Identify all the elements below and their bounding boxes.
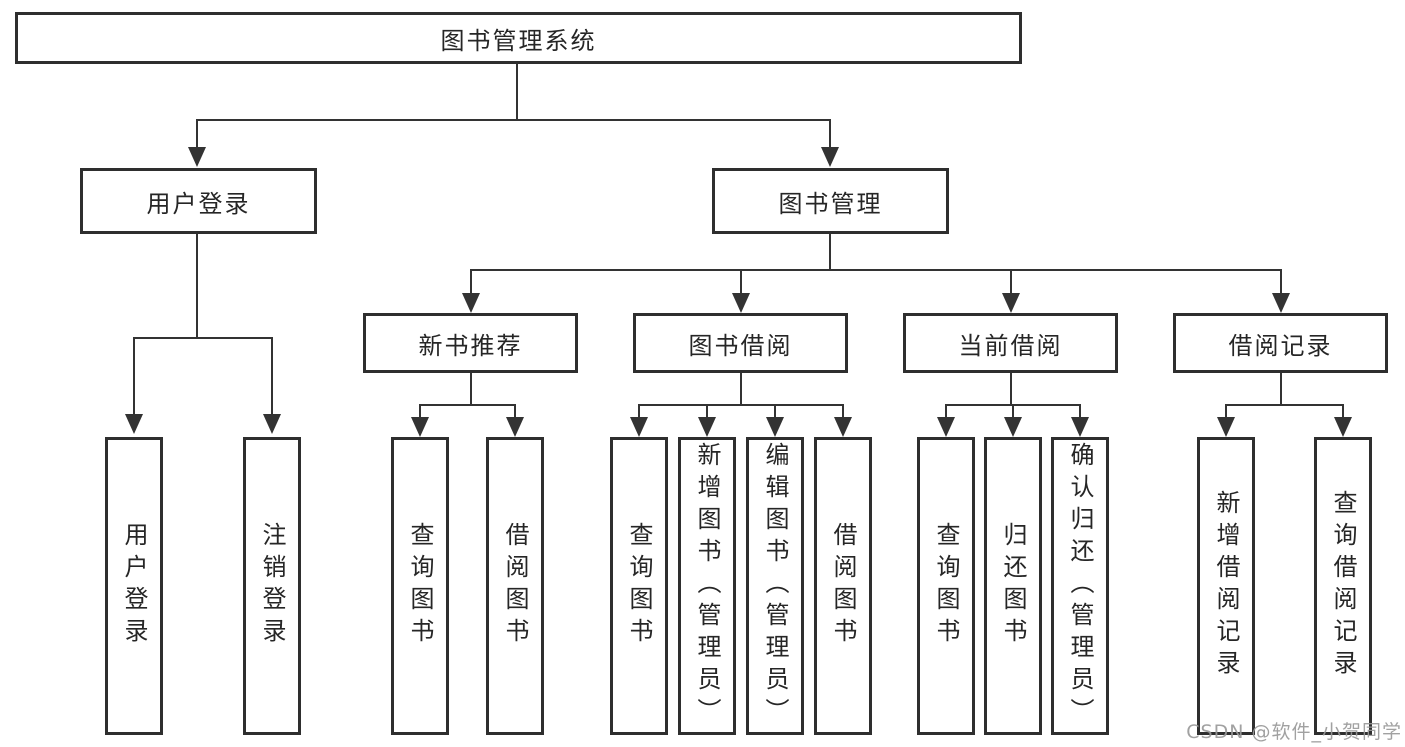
connector-line [1225, 404, 1344, 406]
node-label: 确认归还（管理员） [1066, 442, 1094, 730]
node-current-borrow: 当前借阅 [903, 313, 1118, 373]
connector-line [514, 404, 516, 418]
connector-line [196, 119, 831, 121]
node-book-management: 图书管理 [712, 168, 949, 234]
connector-line [638, 404, 640, 418]
node-library-management-system: 图书管理系统 [15, 12, 1022, 64]
node-book-borrow: 图书借阅 [633, 313, 848, 373]
leaf-query-borrow-record: 查询借阅记录 [1314, 437, 1372, 735]
leaf-borrow-book-recommend: 借阅图书 [486, 437, 544, 735]
leaf-borrow-book: 借阅图书 [814, 437, 872, 735]
connector-line [133, 337, 135, 414]
leaf-query-book-recommend: 查询图书 [391, 437, 449, 735]
leaf-add-book-admin: 新增图书（管理员） [678, 437, 736, 735]
arrowhead-icon [506, 417, 524, 437]
node-label: 查询图书 [625, 522, 653, 650]
leaf-add-borrow-record: 新增借阅记录 [1197, 437, 1255, 735]
leaf-query-book-borrow: 查询图书 [610, 437, 668, 735]
node-label: 图书管理 [778, 189, 883, 218]
arrowhead-icon [834, 417, 852, 437]
connector-line [1079, 404, 1081, 418]
connector-line [470, 269, 472, 295]
connector-line [1280, 373, 1282, 405]
node-label: 新增借阅记录 [1212, 490, 1240, 682]
connector-line [1012, 404, 1014, 418]
arrowhead-icon [821, 147, 839, 167]
node-label: 借阅图书 [501, 522, 529, 650]
arrowhead-icon [125, 414, 143, 434]
connector-line [638, 404, 844, 406]
connector-line [196, 119, 198, 147]
node-label: 查询图书 [932, 522, 960, 650]
arrowhead-icon [630, 417, 648, 437]
connector-line [419, 404, 516, 406]
arrowhead-icon [1071, 417, 1089, 437]
arrowhead-icon [1002, 293, 1020, 313]
node-label: 归还图书 [999, 522, 1027, 650]
connector-line [470, 269, 1281, 271]
arrowhead-icon [188, 147, 206, 167]
arrowhead-icon [1004, 417, 1022, 437]
leaf-user-login: 用户登录 [105, 437, 163, 735]
node-label: 新书推荐 [418, 331, 523, 360]
node-label: 图书管理系统 [440, 26, 597, 55]
connector-line [706, 404, 708, 418]
node-label: 注销登录 [258, 522, 286, 650]
node-user-login: 用户登录 [80, 168, 317, 234]
node-label: 用户登录 [146, 189, 251, 218]
leaf-return-book: 归还图书 [984, 437, 1042, 735]
connector-line [842, 404, 844, 418]
leaf-edit-book-admin: 编辑图书（管理员） [746, 437, 804, 735]
connector-line [271, 337, 273, 414]
arrowhead-icon [1217, 417, 1235, 437]
arrowhead-icon [698, 417, 716, 437]
node-label: 图书借阅 [688, 331, 793, 360]
arrowhead-icon [411, 417, 429, 437]
node-label: 查询借阅记录 [1329, 490, 1357, 682]
connector-line [740, 269, 742, 295]
arrowhead-icon [937, 417, 955, 437]
connector-line [774, 404, 776, 418]
arrowhead-icon [1334, 417, 1352, 437]
node-label: 借阅记录 [1228, 331, 1333, 360]
connector-line [1010, 373, 1012, 405]
connector-line [133, 337, 273, 339]
connector-line [829, 119, 831, 147]
connector-line [1010, 269, 1012, 295]
arrowhead-icon [732, 293, 750, 313]
leaf-query-book-current: 查询图书 [917, 437, 975, 735]
arrowhead-icon [766, 417, 784, 437]
node-new-book-recommend: 新书推荐 [363, 313, 578, 373]
arrowhead-icon [462, 293, 480, 313]
leaf-logout: 注销登录 [243, 437, 301, 735]
connector-line [470, 373, 472, 405]
node-label: 用户登录 [120, 522, 148, 650]
connector-line [196, 234, 198, 338]
node-label: 借阅图书 [829, 522, 857, 650]
node-borrow-record: 借阅记录 [1173, 313, 1388, 373]
connector-line [1280, 269, 1282, 295]
connector-line [1225, 404, 1227, 418]
node-label: 当前借阅 [958, 331, 1063, 360]
connector-line [1342, 404, 1344, 418]
connector-line [419, 404, 421, 418]
arrowhead-icon [1272, 293, 1290, 313]
node-label: 查询图书 [406, 522, 434, 650]
leaf-confirm-return-admin: 确认归还（管理员） [1051, 437, 1109, 735]
connector-line [516, 64, 518, 119]
connector-line [829, 234, 831, 270]
connector-line [945, 404, 947, 418]
node-label: 编辑图书（管理员） [761, 442, 789, 730]
arrowhead-icon [263, 414, 281, 434]
connector-line [740, 373, 742, 405]
node-label: 新增图书（管理员） [693, 442, 721, 730]
